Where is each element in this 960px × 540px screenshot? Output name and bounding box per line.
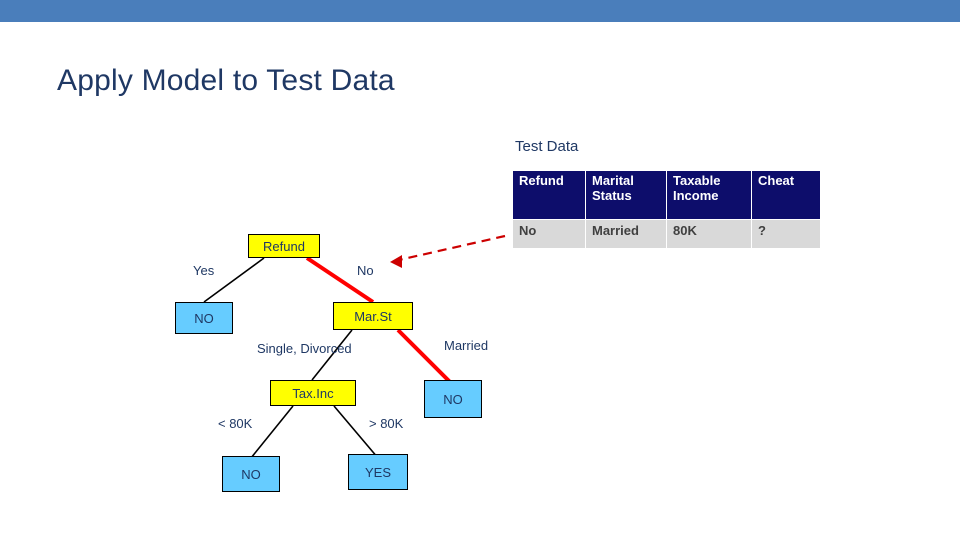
tree-node-yes-bottom-label: YES: [364, 464, 391, 480]
page-title: Apply Model to Test Data: [57, 64, 395, 97]
edge-label-lt-80k: < 80K: [218, 416, 253, 431]
tree-node-no-bottom-label: NO: [241, 466, 261, 482]
cell-taxable-income: 80K: [666, 219, 752, 249]
tree-node-no-left-label: NO: [194, 310, 214, 326]
tree-node-marst-label: Mar.St: [354, 308, 392, 324]
tree-node-no-left[interactable]: NO: [175, 302, 233, 334]
tree-node-taxinc[interactable]: Tax.Inc: [270, 380, 356, 406]
cell-cheat: ?: [751, 219, 821, 249]
edge-label-no: No: [357, 263, 374, 278]
tree-node-taxinc-label: Tax.Inc: [292, 385, 334, 401]
edge-label-single-divorced: Single, Divorced: [257, 341, 352, 356]
table-row: No Married 80K ?: [512, 219, 821, 249]
edge-label-married: Married: [444, 338, 489, 353]
column-header-cheat: Cheat: [751, 170, 821, 220]
edge-label-gt-80k: > 80K: [369, 416, 404, 431]
tree-node-yes-bottom[interactable]: YES: [348, 454, 408, 490]
tree-node-no-right-label: NO: [443, 391, 463, 407]
column-header-taxable-income: Taxable Income: [666, 170, 752, 220]
column-header-marital-status: Marital Status: [585, 170, 667, 220]
cell-marital-status: Married: [585, 219, 667, 249]
table-header-row: Refund Marital Status Taxable Income Che…: [512, 170, 821, 220]
top-accent-band: [0, 0, 960, 22]
tree-node-marst[interactable]: Mar.St: [333, 302, 413, 330]
test-data-caption: Test Data: [515, 138, 579, 155]
tree-node-no-right[interactable]: NO: [424, 380, 482, 418]
cell-refund: No: [512, 219, 586, 249]
edge-label-yes: Yes: [193, 263, 215, 278]
tree-node-no-bottom[interactable]: NO: [222, 456, 280, 492]
tree-node-refund-label: Refund: [263, 238, 305, 254]
column-header-refund: Refund: [512, 170, 586, 220]
tree-node-refund[interactable]: Refund: [248, 234, 320, 258]
test-data-table: Refund Marital Status Taxable Income Che…: [512, 170, 821, 249]
